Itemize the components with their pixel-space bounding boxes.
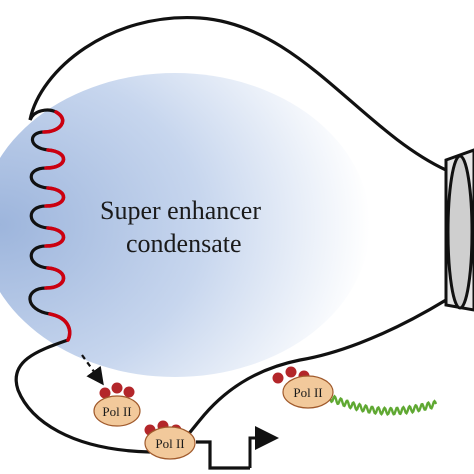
enhancer-loop [44, 186, 66, 208]
pol2-label: Pol II [102, 404, 131, 419]
enhancer-loop [48, 312, 72, 342]
chromatin-outline-lower [177, 298, 447, 445]
lightbulb-base-icon [444, 148, 474, 312]
pol2-body [282, 375, 334, 409]
condensate-label-line1: Super enhancer [100, 196, 261, 225]
pol2-factor-dot [99, 387, 111, 399]
pol2-factor-dot [123, 386, 135, 398]
pol2-body [144, 426, 196, 460]
pol2-factor-dot [285, 366, 297, 378]
enhancer-loop [44, 226, 66, 248]
pol2-label: Pol II [155, 436, 184, 451]
pol2-complex: Pol II [144, 420, 196, 460]
chromatin-loop-left [14, 338, 151, 454]
gene-segment [196, 440, 250, 470]
chromatin-outline-upper [28, 16, 447, 172]
enhancer-loop [44, 148, 66, 170]
enhancer-loop [42, 110, 65, 134]
transcription-start-arrow-icon [248, 426, 279, 468]
enhancer-loops [42, 110, 72, 342]
condensate-label-line2: condensate [126, 229, 242, 258]
pol2-factor-dot [111, 382, 123, 394]
rna-transcript [328, 394, 438, 416]
super-enhancer-condensate [0, 73, 370, 377]
pol2-factor-dot [272, 372, 284, 384]
enhancer-loop [44, 266, 66, 290]
pol2-complex: Pol II [93, 382, 141, 427]
pol2-body [93, 395, 141, 427]
pol2-label: Pol II [293, 385, 322, 400]
pol2-complex: Pol II [272, 366, 334, 409]
